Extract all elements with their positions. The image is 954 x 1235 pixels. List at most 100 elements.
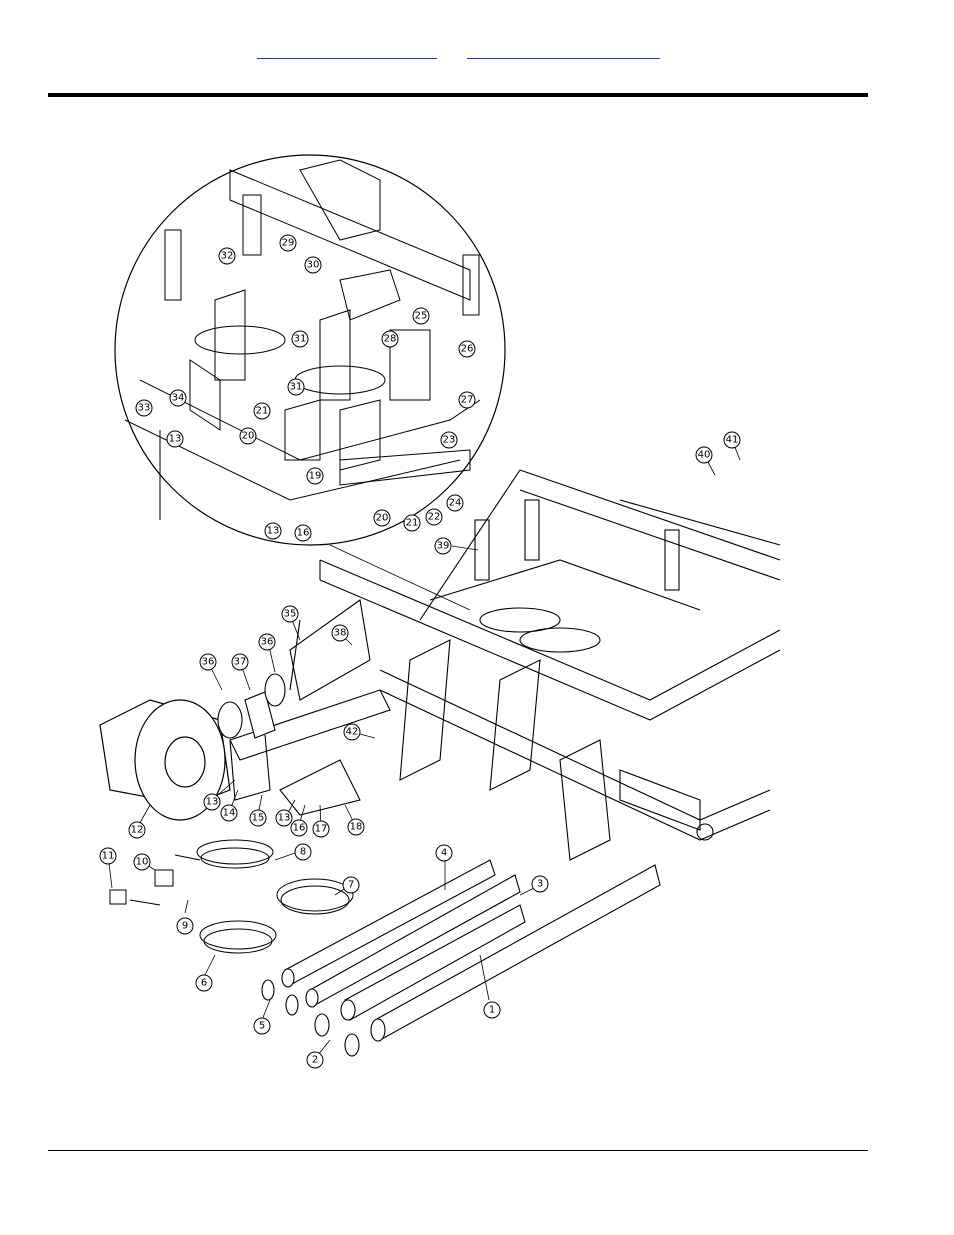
sensor-box	[154, 869, 174, 887]
callout-41: 41	[723, 431, 741, 449]
callout-34: 34	[169, 389, 187, 407]
callout-27: 27	[458, 391, 476, 409]
callout-13b: 13	[275, 809, 293, 827]
tubes	[281, 859, 661, 1042]
svg-text:33: 33	[138, 403, 151, 414]
sleeve	[244, 691, 276, 739]
callout-24: 24	[446, 494, 464, 512]
svg-text:20: 20	[242, 431, 255, 442]
callout-16b: 16	[294, 524, 312, 542]
svg-text:16: 16	[293, 823, 306, 834]
svg-text:28: 28	[384, 334, 397, 345]
callout-7: 7	[342, 876, 360, 894]
callout-2: 2	[306, 1051, 324, 1069]
svg-text:16: 16	[297, 528, 310, 539]
callout-37: 37	[231, 653, 249, 671]
callout-20a: 20	[239, 427, 257, 445]
svg-text:13: 13	[206, 797, 219, 808]
callout-14: 14	[220, 804, 238, 822]
callout-28: 28	[381, 330, 399, 348]
svg-text:40: 40	[698, 450, 711, 461]
callout-1: 1	[483, 1001, 501, 1019]
callout-19: 19	[306, 467, 324, 485]
svg-text:29: 29	[282, 238, 295, 249]
svg-text:35: 35	[284, 609, 297, 620]
callout-21b: 21	[403, 514, 421, 532]
callout-38: 38	[331, 624, 349, 642]
svg-text:42: 42	[346, 727, 359, 738]
callout-20b: 20	[373, 509, 391, 527]
svg-text:27: 27	[461, 395, 474, 406]
svg-text:21: 21	[256, 406, 269, 417]
callout-4: 4	[435, 844, 453, 862]
detail-view-circle	[114, 154, 506, 546]
svg-text:13: 13	[169, 434, 182, 445]
callout-13a: 13	[203, 793, 221, 811]
sensor-plug	[109, 889, 127, 905]
svg-text:13: 13	[278, 813, 291, 824]
svg-text:18: 18	[350, 822, 363, 833]
svg-text:3: 3	[537, 879, 543, 890]
svg-text:7: 7	[348, 880, 354, 891]
callout-12: 12	[128, 821, 146, 839]
svg-text:36: 36	[202, 657, 215, 668]
callout-11: 11	[99, 847, 117, 865]
callout-23: 23	[440, 431, 458, 449]
header-link-1[interactable]	[257, 44, 437, 59]
fan-arm-assembly	[229, 599, 391, 816]
callout-30: 30	[304, 256, 322, 274]
svg-text:14: 14	[223, 808, 236, 819]
svg-text:37: 37	[234, 657, 247, 668]
callout-36a: 36	[199, 653, 217, 671]
callout-33: 33	[135, 399, 153, 417]
callout-29: 29	[279, 234, 297, 252]
svg-text:4: 4	[441, 848, 447, 859]
svg-text:32: 32	[221, 251, 234, 262]
callout-42: 42	[343, 723, 361, 741]
svg-text:1: 1	[489, 1005, 495, 1016]
svg-text:36: 36	[261, 637, 274, 648]
svg-text:39: 39	[437, 541, 450, 552]
callout-16a: 16	[290, 819, 308, 837]
callout-18: 18	[347, 818, 365, 836]
svg-text:12: 12	[131, 825, 144, 836]
svg-text:8: 8	[300, 847, 306, 858]
callouts: 1 2 3 4 5 6 7 8 9 10 11 12 13 14 15 13 1…	[99, 234, 741, 1069]
callout-3: 3	[531, 875, 549, 893]
svg-text:11: 11	[102, 851, 115, 862]
footer-rule	[48, 1150, 868, 1151]
svg-text:25: 25	[415, 311, 428, 322]
header-rule	[48, 93, 868, 97]
clamp-ring-left	[217, 701, 243, 739]
svg-text:19: 19	[309, 471, 322, 482]
svg-text:17: 17	[315, 824, 328, 835]
callout-17: 17	[312, 820, 330, 838]
callout-35: 35	[281, 605, 299, 623]
svg-text:31: 31	[294, 334, 307, 345]
svg-text:41: 41	[726, 435, 739, 446]
svg-text:31: 31	[290, 382, 303, 393]
svg-text:2: 2	[312, 1055, 318, 1066]
svg-text:34: 34	[172, 393, 185, 404]
callout-26: 26	[458, 340, 476, 358]
header-link-2[interactable]	[467, 44, 660, 59]
svg-text:26: 26	[461, 344, 474, 355]
main-frame	[319, 469, 781, 861]
svg-text:20: 20	[376, 513, 389, 524]
callout-13d: 13	[264, 522, 282, 540]
parts-diagram: 1 2 3 4 5 6 7 8 9 10 11 12 13 14 15 13 1…	[99, 154, 781, 1069]
callout-31b: 31	[287, 378, 305, 396]
svg-text:30: 30	[307, 260, 320, 271]
svg-text:5: 5	[259, 1021, 265, 1032]
callout-8: 8	[294, 843, 312, 861]
svg-text:23: 23	[443, 435, 456, 446]
svg-text:15: 15	[252, 813, 265, 824]
callout-31a: 31	[291, 330, 309, 348]
svg-text:10: 10	[136, 857, 149, 868]
fan-drum	[99, 699, 231, 821]
callout-15: 15	[249, 809, 267, 827]
svg-text:21: 21	[406, 518, 419, 529]
svg-text:24: 24	[449, 498, 462, 509]
callout-10: 10	[133, 853, 151, 871]
callout-39: 39	[434, 537, 452, 555]
